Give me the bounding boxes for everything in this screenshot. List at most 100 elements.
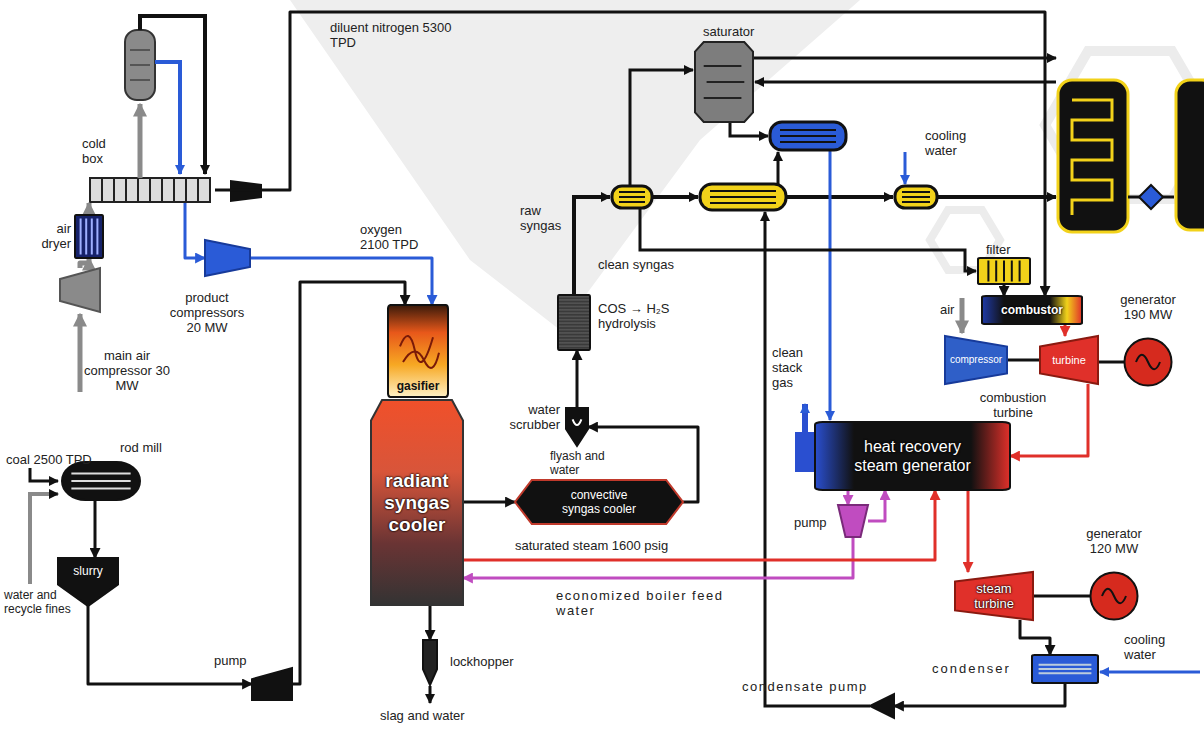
shape-fill bbox=[695, 42, 753, 122]
stream-label: combustion turbine bbox=[972, 390, 1054, 420]
shape-outline bbox=[558, 295, 590, 350]
stream-label: flyash and water bbox=[550, 449, 616, 477]
part-label: saturator bbox=[703, 24, 754, 39]
shape-fill bbox=[252, 668, 292, 700]
flow-line bbox=[1003, 284, 1006, 296]
stack bbox=[795, 432, 815, 472]
feed-lines bbox=[30, 298, 962, 703]
flow-line bbox=[967, 490, 970, 572]
cold-box-column bbox=[90, 16, 262, 202]
flow-line bbox=[215, 12, 1045, 296]
acid-gas-removal-vessel bbox=[1058, 80, 1128, 232]
flow-line bbox=[185, 203, 205, 258]
heat-exchanger bbox=[895, 186, 937, 208]
shape-outline bbox=[1090, 572, 1138, 620]
slurry-tank: slurry bbox=[58, 558, 118, 606]
syngas-lines bbox=[755, 81, 1056, 84]
flow-line bbox=[1098, 361, 1124, 364]
shape-fill bbox=[945, 336, 1007, 384]
shape-fill bbox=[1040, 336, 1098, 384]
feed-lines bbox=[429, 686, 432, 703]
shape-fill bbox=[371, 400, 463, 605]
part-label: generator 120 MW bbox=[1078, 526, 1150, 556]
shape-fill bbox=[1090, 572, 1137, 619]
cold-box-column bbox=[138, 104, 143, 178]
shape-fill bbox=[1124, 338, 1171, 385]
shape-outline bbox=[252, 668, 292, 700]
flow-label: oxygen 2100 TPD bbox=[360, 222, 432, 252]
shape-fill bbox=[388, 305, 448, 397]
shape-detail bbox=[1039, 665, 1092, 673]
heat-exchanger bbox=[700, 184, 786, 210]
part-label: condensate pump bbox=[742, 679, 868, 694]
shape-fill bbox=[982, 296, 1082, 324]
syngas-lines bbox=[829, 150, 832, 420]
shape-outline bbox=[815, 422, 1010, 490]
syngas-lines bbox=[574, 197, 610, 295]
syngas-lines bbox=[640, 208, 976, 271]
part-name: compressor bbox=[950, 354, 1002, 366]
syngas-lines bbox=[574, 58, 1200, 706]
part-label: product compressors 20 MW bbox=[163, 290, 251, 335]
flow-label: saturated steam 1600 psig bbox=[515, 538, 668, 553]
feedwater-pump: pump bbox=[838, 505, 868, 537]
water-scrubber: water scrubber bbox=[566, 408, 588, 446]
flow-line bbox=[463, 537, 853, 578]
cold-box-column bbox=[155, 62, 180, 174]
lockhopper: lockhopper bbox=[420, 640, 440, 685]
shape-fill bbox=[60, 268, 100, 312]
feed-lines bbox=[30, 468, 58, 481]
heat-exchanger bbox=[612, 186, 652, 208]
flow-line bbox=[88, 606, 252, 684]
stream-label: slag and water bbox=[380, 708, 465, 723]
air-compressor: main air compressor 30 MW bbox=[60, 268, 100, 312]
shape-detail bbox=[81, 218, 98, 254]
syngas-lines bbox=[630, 70, 693, 186]
syngas-lines bbox=[904, 152, 907, 184]
shape-outline bbox=[420, 640, 440, 685]
part-label: air dryer bbox=[31, 221, 71, 251]
flow-line bbox=[868, 490, 885, 521]
heat-exchanger bbox=[770, 122, 846, 150]
flow-line bbox=[1033, 595, 1090, 598]
acid-gas-removal-vessel bbox=[1139, 185, 1163, 209]
shape-detail bbox=[1136, 355, 1160, 369]
heat-recovery-steam-generator: heat recovery steam generator bbox=[815, 422, 1010, 490]
compressor: compressor bbox=[945, 336, 1007, 384]
shape-detail bbox=[573, 419, 582, 425]
flow-line bbox=[1064, 324, 1067, 336]
part-label: water scrubber bbox=[496, 402, 560, 432]
part-name: combustor bbox=[1001, 303, 1063, 317]
part-name: turbine bbox=[1052, 354, 1086, 367]
shape-detail bbox=[400, 336, 439, 368]
flow-line bbox=[894, 683, 1065, 706]
heat-exchanger bbox=[902, 192, 930, 202]
shape-outline bbox=[1032, 655, 1098, 683]
filter: filter bbox=[978, 258, 1030, 284]
shape-fill bbox=[838, 505, 868, 537]
shape-outline bbox=[1124, 338, 1172, 386]
shape-detail bbox=[988, 261, 1019, 282]
cold-box-column bbox=[90, 178, 210, 202]
acid-gas-removal-vessel bbox=[1058, 80, 1204, 232]
shape-fill bbox=[205, 240, 250, 276]
shape-outline bbox=[205, 240, 250, 276]
shape-fill bbox=[978, 258, 1030, 284]
stream-label: cooling water bbox=[1124, 632, 1179, 662]
stream-label: cooling water bbox=[925, 128, 980, 158]
shape-outline bbox=[566, 408, 588, 446]
shape-fill bbox=[62, 462, 140, 500]
cold-box: cold box bbox=[80, 28, 215, 203]
shape-detail bbox=[71, 473, 130, 488]
flow-line bbox=[429, 605, 432, 640]
part-name: gasifier bbox=[397, 379, 440, 393]
shape-fill bbox=[423, 640, 437, 685]
stack bbox=[795, 404, 815, 472]
stream-label: clean stack gas bbox=[772, 345, 812, 390]
convective-syngas-cooler: convective syngas cooler bbox=[515, 480, 683, 524]
condenser: condenser bbox=[1032, 655, 1098, 683]
shape-fill bbox=[558, 295, 590, 350]
